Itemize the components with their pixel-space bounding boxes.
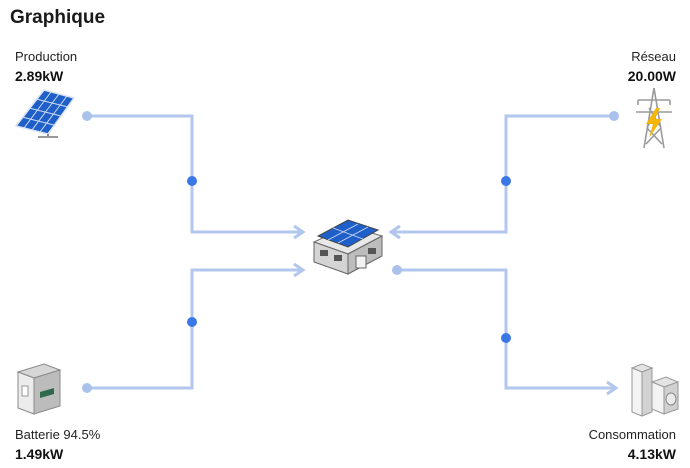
home-out-endpoint [392, 265, 402, 275]
battery-cabinet-icon [16, 363, 62, 415]
power-pylon-icon [636, 87, 672, 149]
battery-label: Batterie 94.5% [15, 427, 101, 442]
arrow-into-home-from-production [293, 224, 306, 240]
arrow-into-home-from-battery [293, 262, 306, 278]
grid-flow-dot [501, 176, 511, 186]
house-icon [312, 219, 384, 275]
grid-endpoint [609, 111, 619, 121]
battery-endpoint [82, 383, 92, 393]
production-flow-line [87, 114, 302, 234]
production-endpoint [82, 111, 92, 121]
battery-value: 1.49kW [15, 446, 64, 462]
arrow-into-home-from-grid [388, 224, 401, 240]
arrow-into-consumption [606, 380, 619, 396]
grid-flow-line [392, 114, 614, 234]
consumption-flow-dot [501, 333, 511, 343]
solar-panel-icon [14, 89, 76, 138]
battery-flow-line [87, 268, 302, 390]
consumption-label: Consommation [588, 427, 676, 442]
battery-flow-dot [187, 317, 197, 327]
production-flow-dot [187, 176, 197, 186]
production-label: Production [15, 49, 78, 64]
appliances-icon [630, 363, 680, 417]
page-title: Graphique [10, 7, 106, 28]
production-value: 2.89kW [15, 68, 64, 84]
grid-value: 20.00W [627, 68, 676, 84]
consumption-value: 4.13kW [627, 446, 676, 462]
consumption-flow-line [398, 268, 615, 390]
grid-label: Réseau [631, 49, 676, 64]
